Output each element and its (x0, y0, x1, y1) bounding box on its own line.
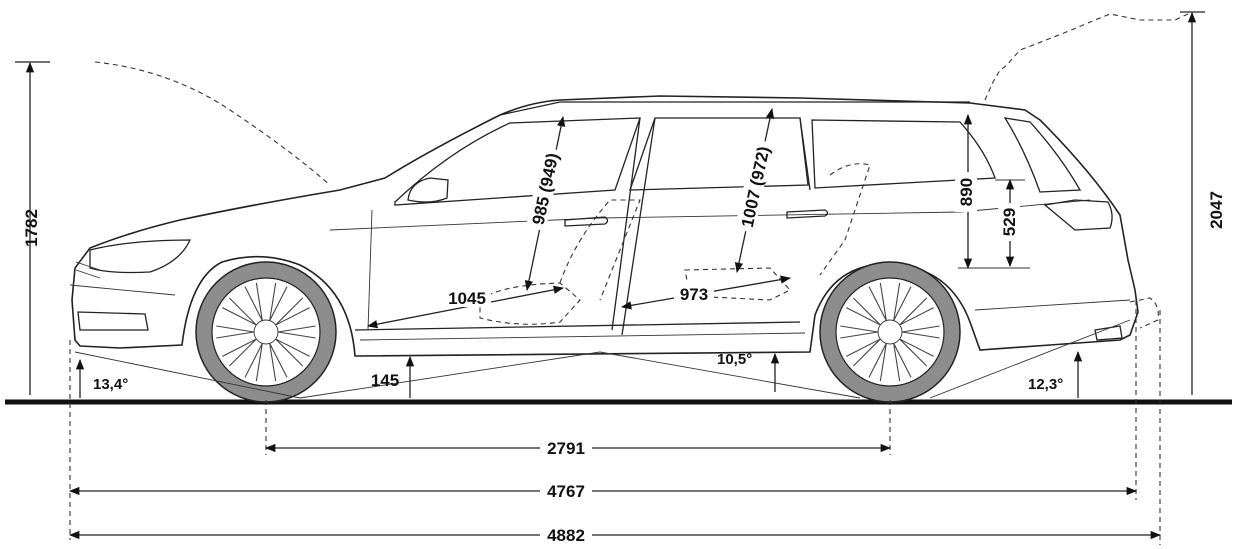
dimension-ground-clearance: 145 (371, 371, 399, 390)
wheel-spoke (868, 343, 887, 382)
angle-breakover: 10,5° (717, 351, 752, 368)
wheel-spoke (244, 282, 263, 321)
wheel-spoke (275, 338, 310, 367)
wheel-spoke (846, 297, 881, 326)
dimension-rear-legroom: 973 (680, 285, 708, 304)
wheel-spoke (244, 343, 263, 382)
wheel-spoke (222, 297, 257, 326)
wheel-spoke (216, 325, 255, 339)
dimension-loading-sill-height: 529 (1000, 208, 1019, 236)
dimension-total-height: 1782 (22, 209, 41, 247)
front-wheel (195, 261, 337, 403)
wheel-spoke (901, 325, 940, 339)
departure-angle-line (929, 319, 1131, 399)
wheel-spoke (269, 282, 288, 321)
wheel-spoke (275, 297, 310, 326)
dimension-height-tailgate-open: 2047 (1207, 191, 1226, 229)
open-tailgate-outline (984, 13, 1189, 101)
wheel-spoke (222, 338, 257, 367)
dimension-front-legroom: 1045 (448, 289, 486, 308)
wheel-spoke (840, 325, 879, 339)
approach-angle-line (74, 351, 301, 399)
dimension-wheelbase: 2791 (547, 439, 585, 458)
breakover-angle-line (299, 351, 861, 399)
wheel-spoke (899, 297, 934, 326)
wheel-spoke (899, 338, 934, 367)
wheel-spoke (893, 282, 912, 321)
angle-departure: 12,3° (1028, 376, 1063, 393)
dimension-length: 4767 (547, 482, 585, 501)
wheel-spoke (893, 343, 912, 382)
wheel-spoke (277, 325, 316, 339)
dimension-trunk-opening-height: 890 (957, 178, 976, 206)
wheel-spoke (868, 282, 887, 321)
wheel-spoke (269, 343, 288, 382)
rear-wheel (819, 261, 961, 403)
open-hood-outline (94, 61, 331, 186)
angle-approach: 13,4° (93, 376, 128, 393)
wheel-spoke (846, 338, 881, 367)
dimension-length-with-towbar: 4882 (547, 526, 585, 545)
